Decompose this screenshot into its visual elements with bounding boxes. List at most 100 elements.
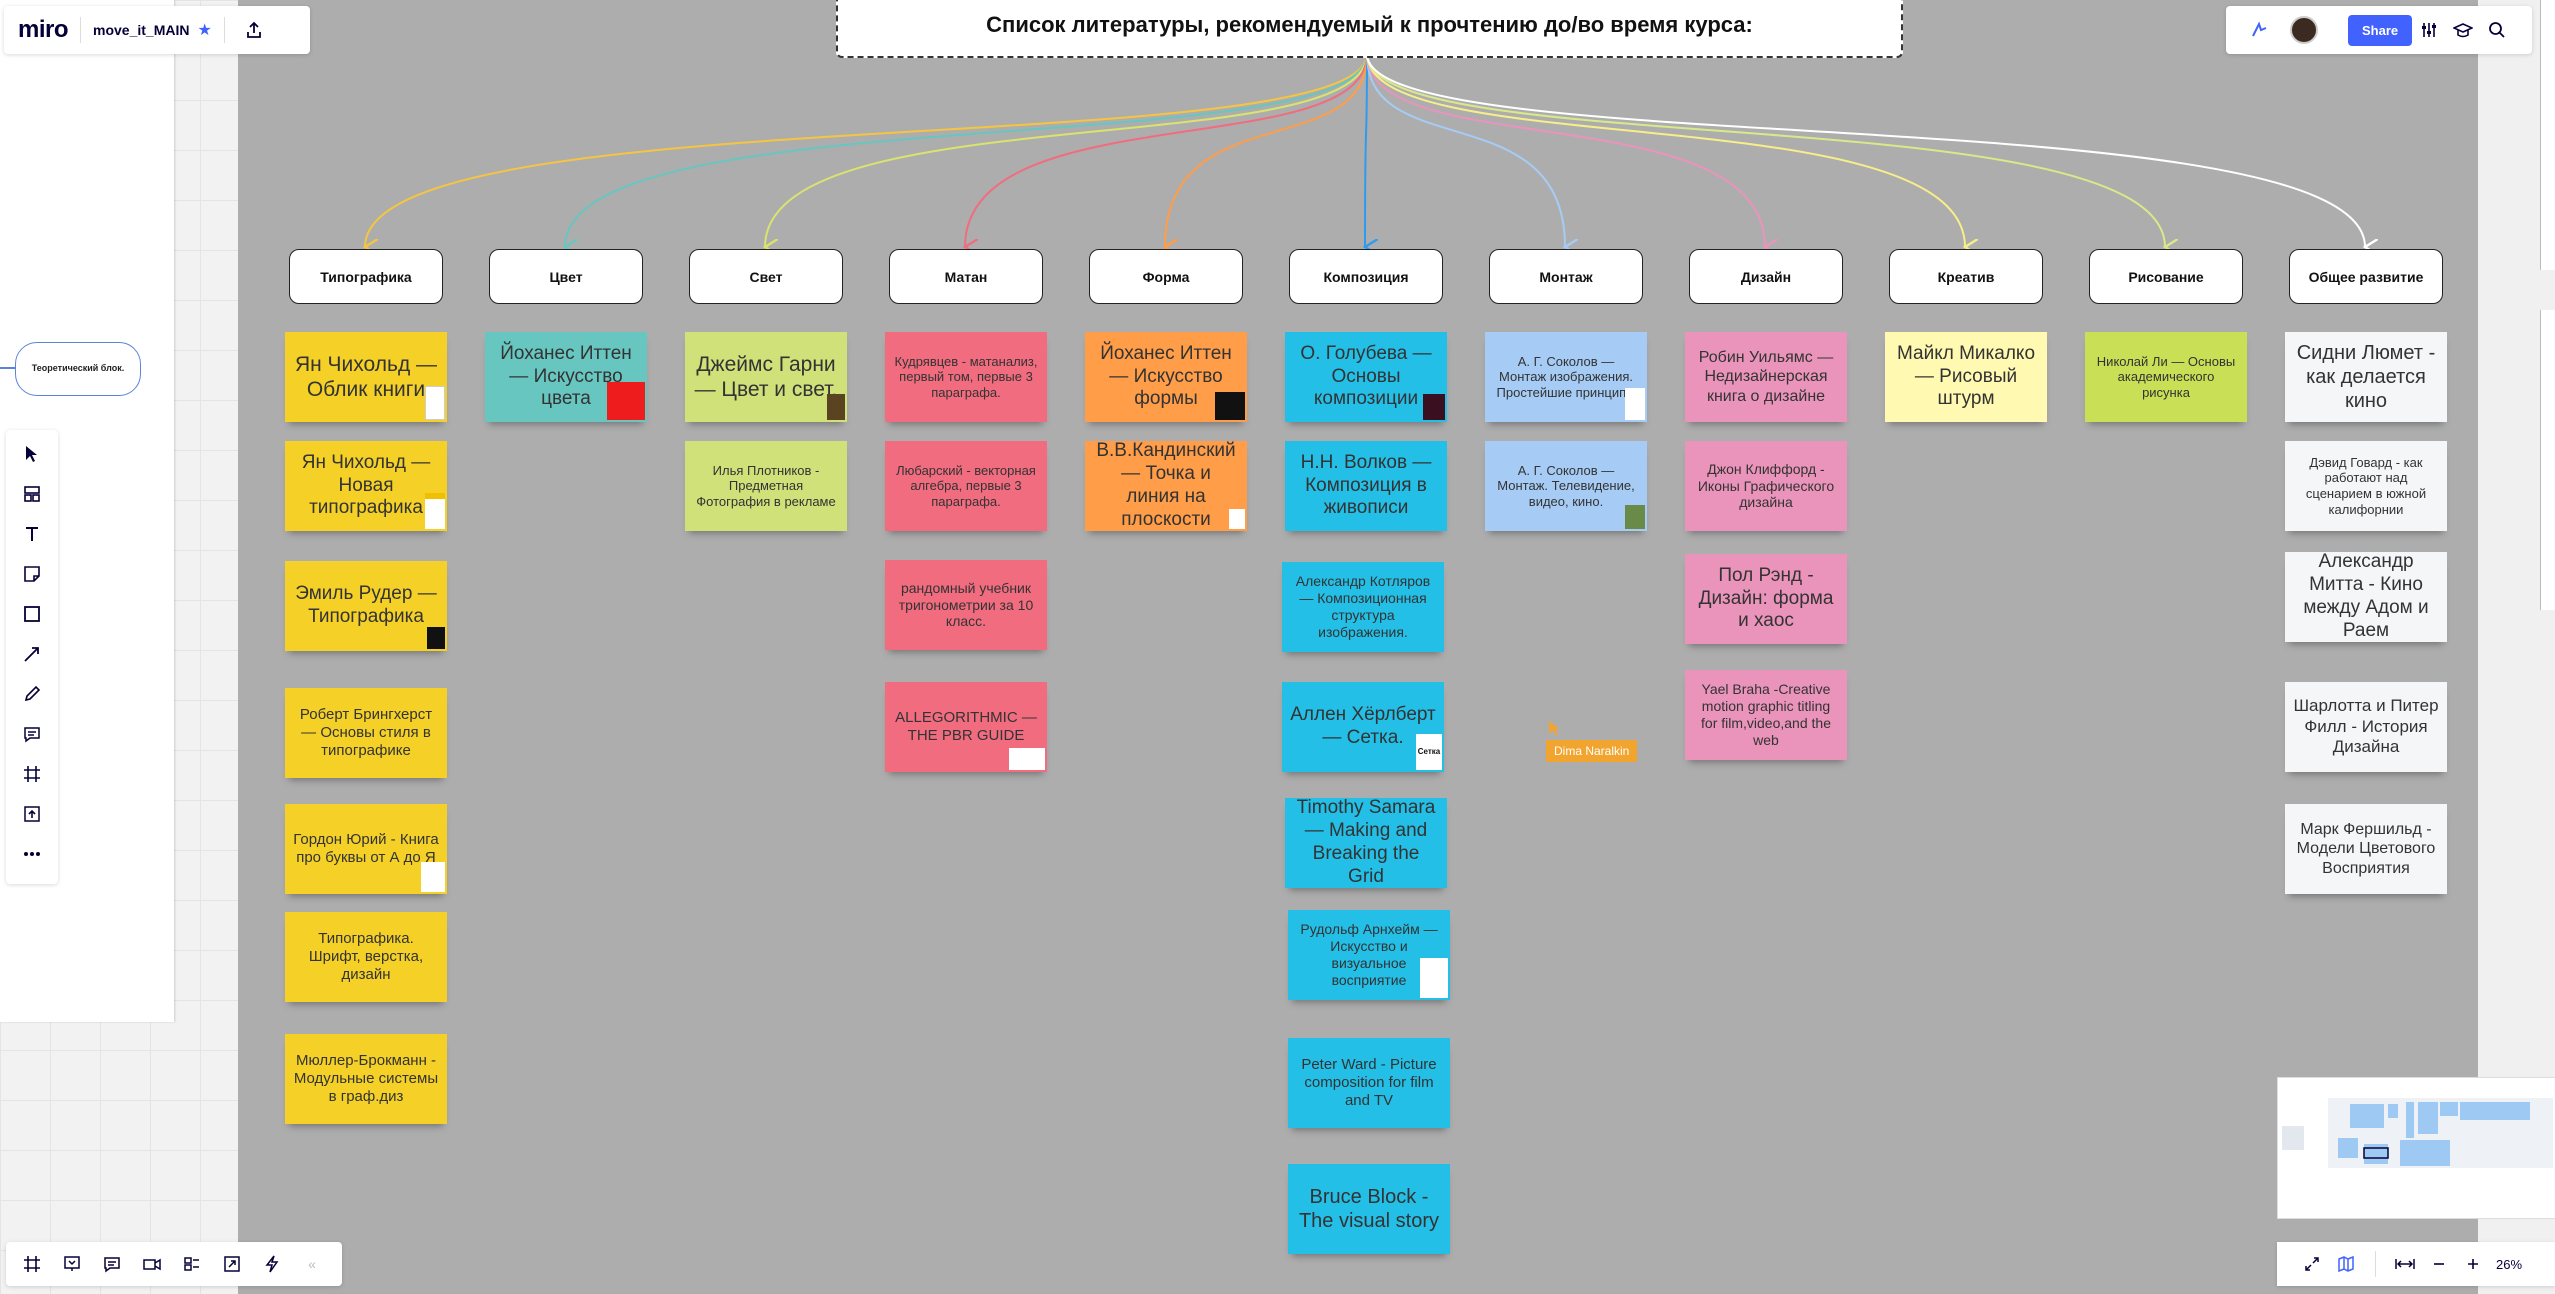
sticky-note[interactable]: Эмиль Рудер — Типографика xyxy=(285,561,447,651)
share-screen-icon[interactable] xyxy=(212,1244,252,1284)
category-typography[interactable]: Типографика xyxy=(289,249,443,304)
sticky-note[interactable]: Илья Плотников - Предметная Фотография в… xyxy=(685,441,847,531)
sticky-note[interactable]: Йоханес Иттен — Искусство цвета xyxy=(485,332,647,422)
sticky-note[interactable]: Джон Клиффорд - Иконы Графического дизай… xyxy=(1685,441,1847,531)
select-cursor-icon[interactable] xyxy=(14,434,50,474)
sticky-note[interactable]: Джеймс Гарни — Цвет и свет. xyxy=(685,332,847,422)
sticky-note[interactable]: Марк Фершильд - Модели Цветового Восприя… xyxy=(2285,804,2447,894)
board-name[interactable]: move_it_MAIN xyxy=(93,22,190,38)
connection-line-icon[interactable] xyxy=(14,634,50,674)
sticky-note[interactable]: Николай Ли — Основы академического рисун… xyxy=(2085,332,2247,422)
connector-line[interactable] xyxy=(1366,53,1765,247)
sticky-note[interactable]: ALLEGORITHMIC — THE PBR GUIDE xyxy=(885,682,1047,772)
sticky-note[interactable]: рандомный учебник тригонометрии за 10 кл… xyxy=(885,560,1047,650)
comment-icon[interactable] xyxy=(14,714,50,754)
category-composition[interactable]: Композиция xyxy=(1289,249,1443,304)
sticky-note[interactable]: Bruce Block - The visual story xyxy=(1288,1164,1450,1254)
category-creative[interactable]: Креатив xyxy=(1889,249,2043,304)
templates-icon[interactable] xyxy=(14,474,50,514)
category-math[interactable]: Матан xyxy=(889,249,1043,304)
board-title[interactable]: Список литературы, рекомендуемый к прочт… xyxy=(836,0,1903,58)
minimap[interactable] xyxy=(2277,1077,2555,1219)
share-button[interactable]: Share xyxy=(2348,14,2413,46)
sticky-note[interactable]: А. Г. Соколов — Монтаж. Телевидение, вид… xyxy=(1485,441,1647,531)
sticky-note[interactable]: Ян Чихольд — Новая типографика xyxy=(285,441,447,531)
connector-line[interactable] xyxy=(1165,53,1368,247)
user-avatar[interactable] xyxy=(2290,16,2318,44)
sticky-note[interactable]: Пол Рэнд - Дизайн: форма и хаос xyxy=(1685,554,1847,644)
zoom-in-icon[interactable] xyxy=(2456,1247,2490,1281)
reactions-icon[interactable] xyxy=(2242,13,2276,47)
category-form[interactable]: Форма xyxy=(1089,249,1243,304)
fit-width-icon[interactable] xyxy=(2388,1247,2422,1281)
sticky-note[interactable]: Timothy Samara — Making and Breaking the… xyxy=(1285,797,1447,888)
sticky-note[interactable]: Гордон Юрий - Книга про буквы от А до Я xyxy=(285,804,447,894)
sticky-note[interactable]: Шарлотта и Питер Филл - История Дизайна xyxy=(2285,682,2447,772)
sticky-note[interactable]: Ян Чихольд — Облик книги xyxy=(285,332,447,422)
sticky-note[interactable]: Роберт Брингхерст — Основы стиля в типог… xyxy=(285,688,447,778)
map-icon[interactable] xyxy=(2329,1247,2363,1281)
category-drawing[interactable]: Рисование xyxy=(2089,249,2243,304)
sticky-note[interactable]: Мюллер-Брокманн - Модульные системы в гр… xyxy=(285,1034,447,1124)
sticky-text: Peter Ward - Picture composition for fil… xyxy=(1301,1056,1437,1109)
sticky-note[interactable]: Майкл Микалко — Рисовый штурм xyxy=(1885,332,2047,422)
category-light[interactable]: Свет xyxy=(689,249,843,304)
settings-sliders-icon[interactable] xyxy=(2412,13,2446,47)
sticky-note[interactable]: Кудрявцев - матанализ, первый том, первы… xyxy=(885,332,1047,422)
connector-line[interactable] xyxy=(1366,53,2165,247)
sticky-text: рандомный учебник тригонометрии за 10 кл… xyxy=(898,579,1034,630)
category-montage[interactable]: Монтаж xyxy=(1489,249,1643,304)
text-tool-icon[interactable] xyxy=(14,514,50,554)
sticky-note[interactable]: Н.Н. Волков — Композиция в живописи xyxy=(1285,441,1447,531)
category-general[interactable]: Общее развитие xyxy=(2289,249,2443,304)
export-icon[interactable] xyxy=(237,13,271,47)
connector-line[interactable] xyxy=(765,53,1368,247)
category-design[interactable]: Дизайн xyxy=(1689,249,1843,304)
video-call-icon[interactable] xyxy=(132,1244,172,1284)
more-icon[interactable] xyxy=(14,834,50,874)
lightning-icon[interactable] xyxy=(252,1244,292,1284)
sticky-note[interactable]: Аллен Хёрлберт — Сетка. Сетка xyxy=(1282,682,1444,772)
frame-icon[interactable] xyxy=(14,754,50,794)
connector-line[interactable] xyxy=(365,53,1368,247)
shape-icon[interactable] xyxy=(14,594,50,634)
cards-icon[interactable] xyxy=(172,1244,212,1284)
sticky-note[interactable]: Александр Митта - Кино между Адом и Раем xyxy=(2285,551,2447,642)
sticky-note[interactable]: Робин Уильямс — Недизайнерская книга о д… xyxy=(1685,332,1847,422)
chat-icon[interactable] xyxy=(92,1244,132,1284)
sticky-note[interactable]: А. Г. Соколов — Монтаж изображения. Прос… xyxy=(1485,332,1647,422)
sticky-note-icon[interactable] xyxy=(14,554,50,594)
sticky-note[interactable]: Сидни Люмет - как делается кино xyxy=(2285,332,2447,422)
sticky-note[interactable]: Типографика. Шрифт, верстка, дизайн xyxy=(285,912,447,1002)
fullscreen-icon[interactable] xyxy=(2295,1247,2329,1281)
sticky-note[interactable]: Йоханес Иттен — Искусство формы xyxy=(1085,332,1247,422)
zoom-out-icon[interactable] xyxy=(2422,1247,2456,1281)
sticky-note[interactable]: Рудольф Арнхейм — Искусство и визуальное… xyxy=(1288,910,1450,1000)
sticky-note[interactable]: Любарский - векторная алгебра, первые 3 … xyxy=(885,441,1047,531)
learning-cap-icon[interactable] xyxy=(2446,13,2480,47)
sticky-note[interactable]: Yael Braha -Creative motion graphic titl… xyxy=(1685,670,1847,760)
connector-line[interactable] xyxy=(1366,53,1565,247)
category-color[interactable]: Цвет xyxy=(489,249,643,304)
connector-line[interactable] xyxy=(1366,53,2365,247)
zoom-level[interactable]: 26% xyxy=(2496,1256,2523,1272)
presentation-icon[interactable] xyxy=(52,1244,92,1284)
search-icon[interactable] xyxy=(2480,13,2514,47)
sticky-note[interactable]: Дэвид Говард - как работают над сценарие… xyxy=(2285,441,2447,531)
sticky-note[interactable]: О. Голубева — Основы композиции xyxy=(1285,332,1447,422)
connector-line[interactable] xyxy=(1366,53,1965,247)
frames-icon[interactable] xyxy=(12,1244,52,1284)
connector-line[interactable] xyxy=(965,53,1368,247)
pen-icon[interactable] xyxy=(14,674,50,714)
sticky-note[interactable]: Peter Ward - Picture composition for fil… xyxy=(1288,1038,1450,1128)
collapse-icon[interactable]: « xyxy=(308,1256,316,1272)
upload-icon[interactable] xyxy=(14,794,50,834)
connector-line[interactable] xyxy=(1365,53,1367,247)
connector-line[interactable] xyxy=(565,53,1368,247)
miro-logo[interactable]: miro xyxy=(18,16,69,43)
sticky-note[interactable]: Александр Котляров — Композиционная стру… xyxy=(1282,562,1444,652)
theory-block-note[interactable]: Теоретический блок. xyxy=(15,342,141,396)
star-icon[interactable]: ★ xyxy=(197,22,212,39)
sticky-note[interactable]: В.В.Кандинский — Точка и линия на плоско… xyxy=(1085,440,1247,531)
